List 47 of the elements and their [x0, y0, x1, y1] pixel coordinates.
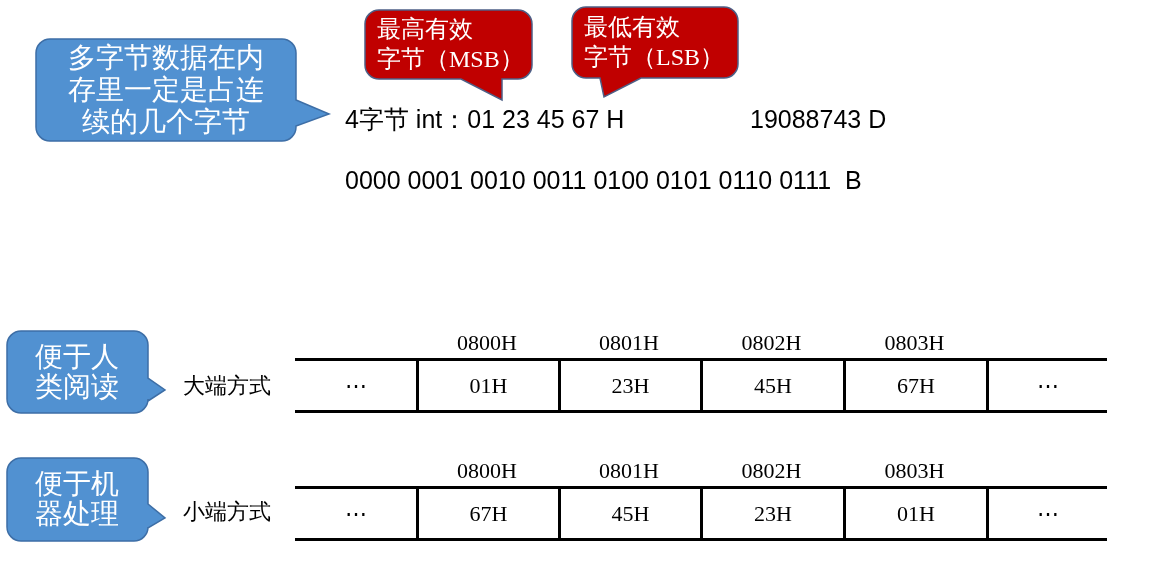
memory-cell: [295, 486, 416, 541]
ellipsis-mark: ⋯: [1037, 372, 1059, 399]
memory-cell: [986, 358, 1107, 413]
address-label: 0801H: [599, 458, 659, 484]
bubble-text: 便于机器处理: [34, 469, 120, 529]
binary-value-text: 0000 0001 0010 0011 0100 0101 0110 0111 B: [345, 165, 862, 195]
memory-cell: [416, 486, 558, 541]
decimal-value-text: 19088743 D: [750, 104, 887, 134]
row-label: 大端方式: [183, 372, 271, 400]
address-label: 0803H: [884, 330, 945, 356]
address-label: 0800H: [457, 330, 517, 356]
address-label: 0803H: [884, 458, 945, 484]
memory-cell: [843, 486, 986, 541]
byte-value: 45H: [611, 500, 650, 527]
address-label: 0802H: [741, 330, 802, 356]
speech-bubble: [7, 331, 167, 413]
bubble-text: 最高有效字节（MSB）: [377, 15, 525, 74]
bubble-text: 便于人类阅读: [34, 342, 120, 402]
address-label: 0800H: [457, 458, 517, 484]
memory-cell: [700, 358, 843, 413]
memory-cell: [416, 358, 558, 413]
byte-value: 67H: [897, 372, 935, 399]
ellipsis-mark: ⋯: [1037, 500, 1059, 527]
hex-value-text: 4字节 int：01 23 45 67 H: [345, 104, 625, 134]
byte-value: 67H: [469, 500, 508, 527]
byte-value: 23H: [754, 500, 792, 527]
byte-value: 01H: [469, 372, 508, 399]
speech-bubble: [572, 7, 738, 97]
memory-cell: [558, 358, 700, 413]
memory-cell: [700, 486, 843, 541]
bubble-text: 多字节数据在内存里一定是占连续的几个字节: [67, 42, 265, 138]
byte-value: 01H: [897, 500, 935, 527]
ellipsis-mark: ⋯: [344, 372, 367, 399]
ellipsis-mark: ⋯: [344, 500, 367, 527]
memory-cell: [986, 486, 1107, 541]
address-label: 0802H: [741, 458, 802, 484]
address-label: 0801H: [599, 330, 659, 356]
memory-cell: [295, 358, 416, 413]
byte-value: 23H: [611, 372, 650, 399]
byte-value: 45H: [754, 372, 792, 399]
bubble-text: 最低有效字节（LSB）: [584, 13, 725, 72]
speech-bubble: [365, 10, 532, 100]
memory-cell: [843, 358, 986, 413]
speech-bubble: [7, 458, 167, 541]
memory-cell: [558, 486, 700, 541]
row-label: 小端方式: [183, 498, 271, 526]
speech-bubble: [36, 39, 331, 141]
